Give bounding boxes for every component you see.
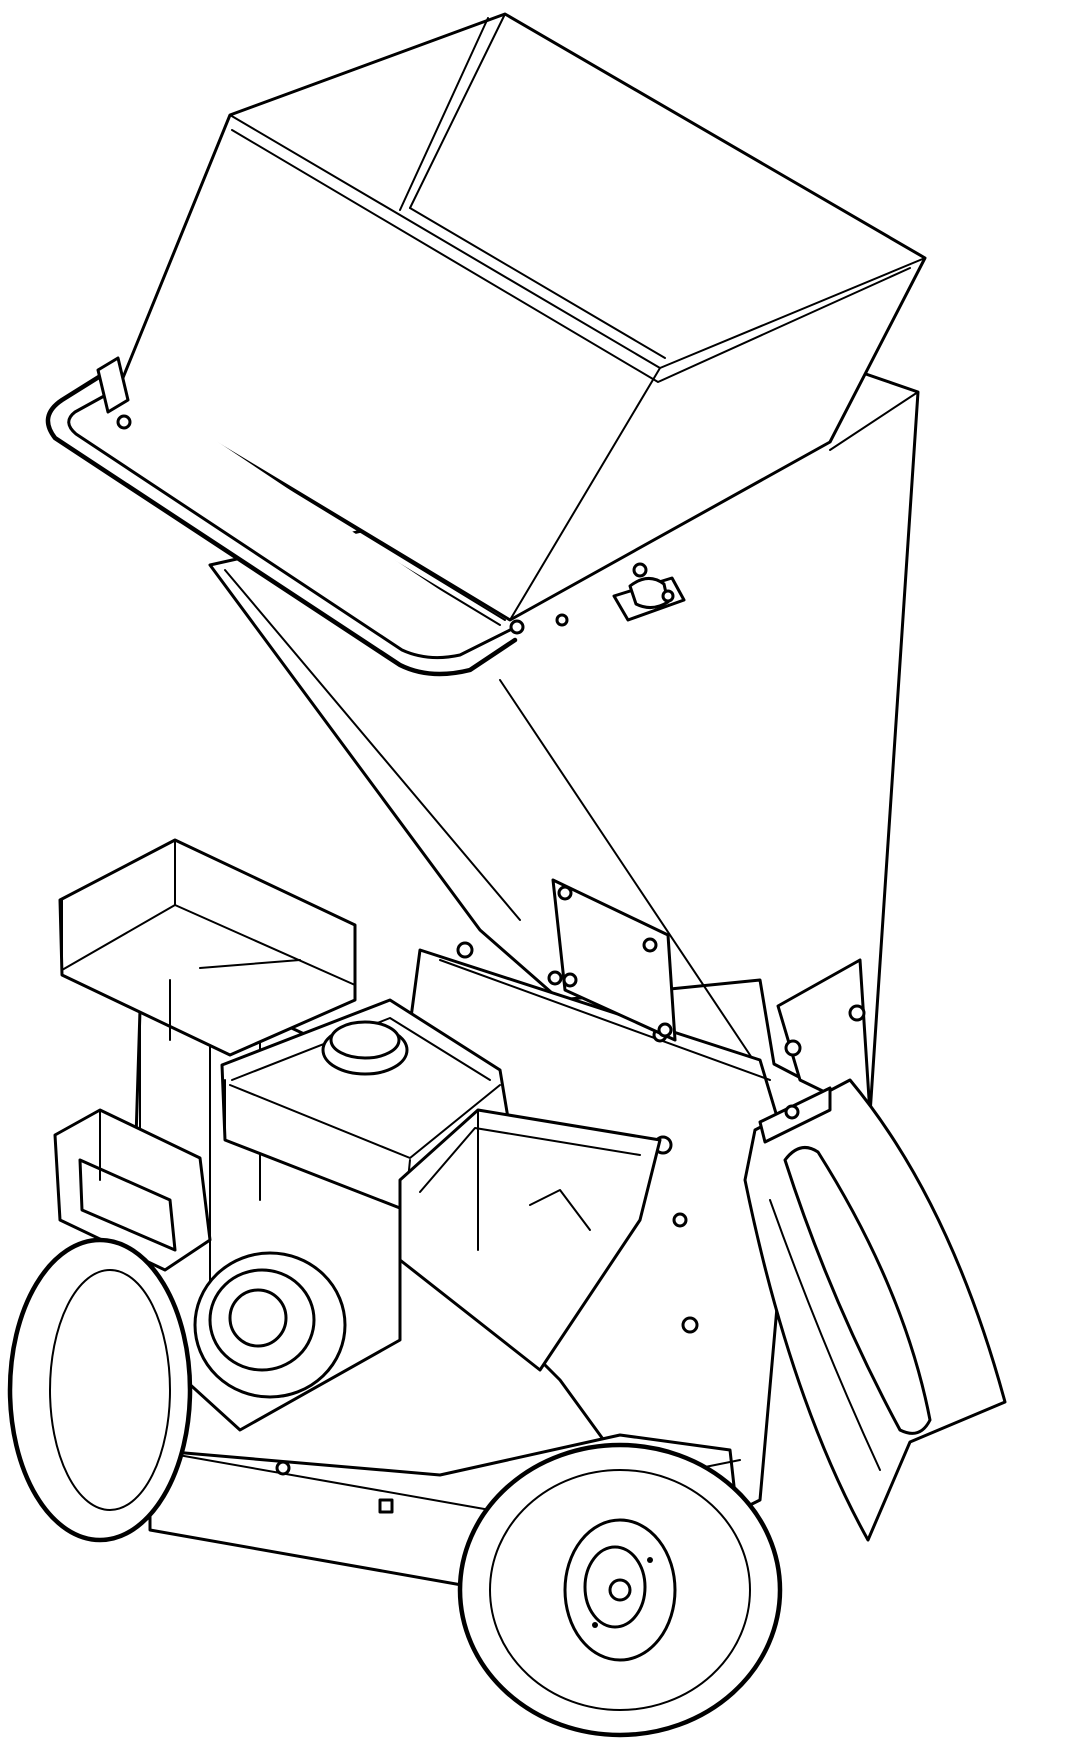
air-filter-housing (58, 838, 357, 1057)
hopper-handle (45, 356, 569, 677)
recoil-starter (193, 1251, 347, 1399)
chipper-chute (398, 1108, 699, 1372)
left-wheel (7, 1237, 193, 1543)
engine-side-cover (53, 1108, 212, 1272)
hopper-latch (612, 562, 686, 622)
inspection-plate (551, 878, 677, 1042)
right-wheel (457, 1442, 783, 1738)
discharge-chute (743, 1078, 1007, 1542)
